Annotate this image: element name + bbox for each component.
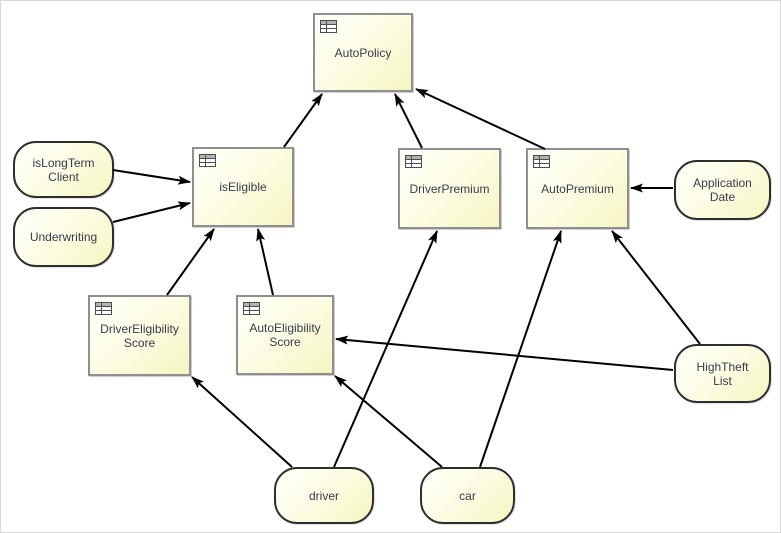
edge-hightheftlist-to-autoeligibilityscore[interactable] (335, 335, 674, 371)
decision-node-autopolicy[interactable]: AutoPolicy (313, 13, 413, 92)
node-label: AutoPolicy (334, 45, 392, 60)
edge-iseligible-to-autopolicy[interactable] (283, 93, 323, 148)
node-label: AutoPremium (541, 181, 614, 196)
node-label: car (459, 488, 476, 503)
edge-driver-to-driverpremium[interactable] (333, 230, 438, 468)
decision-table-icon (199, 154, 216, 167)
edge-car-to-autopremium[interactable] (479, 230, 562, 468)
decision-table-icon (320, 20, 337, 33)
edge-autoeligibilityscore-to-iseligible[interactable] (256, 228, 274, 296)
edge-drivereligibilityscore-to-iseligible[interactable] (166, 228, 215, 296)
decision-node-driverpremium[interactable]: DriverPremium (398, 148, 501, 229)
edge-autopremium-to-autopolicy[interactable] (415, 88, 546, 150)
decision-table-icon (243, 302, 260, 315)
edge-car-to-autoeligibilityscore[interactable] (334, 375, 443, 468)
node-label: driver (308, 488, 339, 503)
decision-table-icon (533, 155, 550, 168)
input-data-node-driver[interactable]: driver (274, 467, 374, 524)
edge-driver-to-drivereligibilityscore[interactable] (191, 376, 293, 468)
node-label: Underwriting (29, 230, 98, 244)
edge-driverpremium-to-autopolicy[interactable] (394, 93, 423, 149)
edge-underwriting-to-iseligible[interactable] (112, 201, 191, 223)
decision-table-icon (405, 155, 422, 168)
node-label: isEligible (219, 180, 267, 194)
edge-islongtermclient-to-iseligible[interactable] (112, 169, 191, 185)
input-data-node-underwriting[interactable]: Underwriting (13, 207, 114, 267)
decision-node-iseligible[interactable]: isEligible (192, 147, 294, 227)
node-label: DriverPremium (409, 181, 490, 196)
edge-hightheftlist-to-autopremium[interactable] (611, 230, 701, 345)
decision-node-autopremium[interactable]: AutoPremium (526, 148, 629, 229)
input-data-node-car[interactable]: car (420, 467, 515, 524)
decision-table-icon (95, 302, 112, 315)
